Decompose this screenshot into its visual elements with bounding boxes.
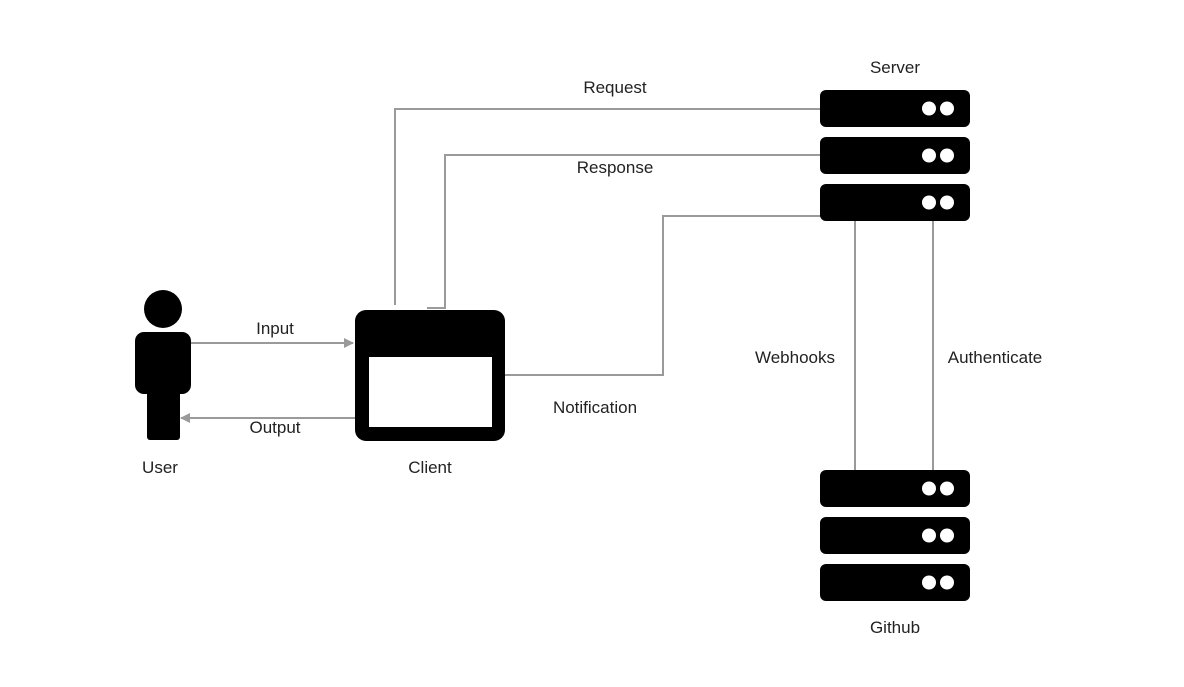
request-connector [394,108,820,305]
browser-window-icon [355,310,505,441]
user-label: User [142,458,178,477]
server-rack-icon [820,90,970,221]
response-connector [427,154,820,309]
user-node: User [135,290,191,477]
notification-connector [505,215,822,376]
response-label: Response [577,158,654,177]
server-label: Server [870,58,920,77]
server-node: Server [820,58,970,221]
github-node: Github [820,470,970,637]
person-icon [135,290,191,440]
input-label: Input [256,319,294,338]
webhooks-label: Webhooks [755,348,835,367]
connectors [180,108,934,470]
client-node: Client [355,310,505,477]
github-label: Github [870,618,920,637]
client-label: Client [408,458,452,477]
output-label: Output [249,418,300,437]
request-label: Request [583,78,647,97]
notification-label: Notification [553,398,637,417]
authenticate-label: Authenticate [948,348,1043,367]
server-rack-icon [820,470,970,601]
edge-labels: Input Output Request Response Notificati… [249,78,1042,437]
